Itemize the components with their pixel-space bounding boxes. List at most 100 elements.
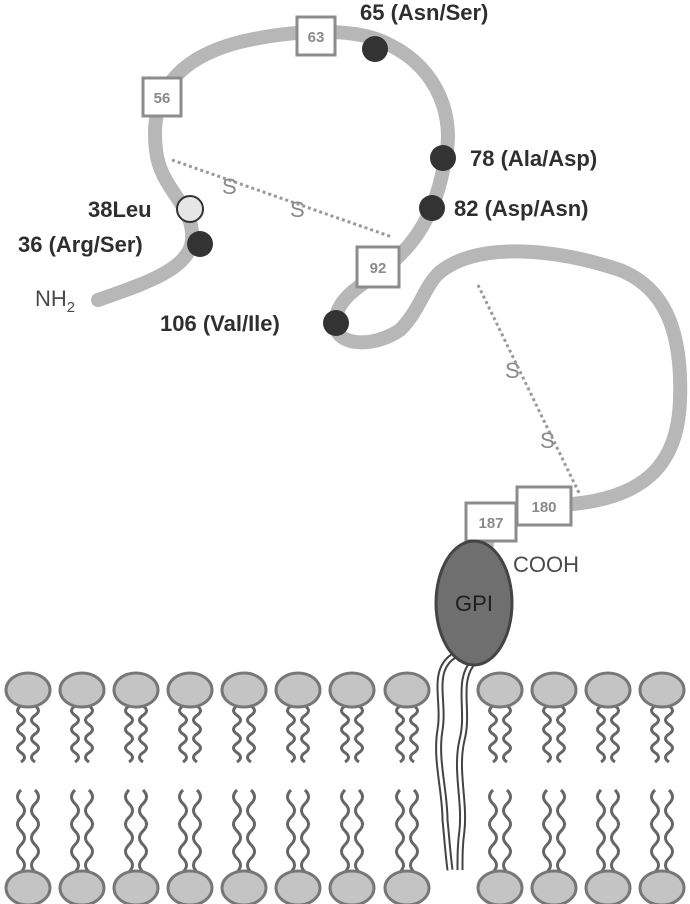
lipid-tail — [650, 788, 660, 874]
lipid-head-bottom-5 — [274, 869, 322, 904]
lipid-tail — [502, 788, 512, 874]
lipid-tail — [286, 788, 296, 874]
lipid-tail — [542, 788, 552, 874]
polymorphism-label-106: 106 (Val/Ile) — [160, 311, 280, 336]
lipid-tail — [84, 704, 94, 764]
gpi-anchor — [434, 539, 514, 667]
lipid-head-top-4 — [220, 671, 268, 709]
lipid-tail — [70, 788, 80, 874]
lipid-head-bottom-2 — [112, 869, 160, 904]
lipid-tail — [300, 704, 310, 764]
lipid-head-top-2 — [112, 671, 160, 709]
lipid-tail — [300, 788, 310, 874]
lipid-head-bottom-6 — [328, 869, 376, 904]
conserved-label-38: 38Leu — [88, 197, 152, 222]
lipid-head-bottom-4 — [220, 869, 268, 904]
disulfide-bond-1 — [171, 158, 393, 239]
gpi-label: GPI — [455, 591, 493, 616]
lipid-tail — [16, 788, 26, 874]
lipid-head-top-8 — [476, 671, 524, 709]
lipid-head-bottom-8 — [476, 869, 524, 904]
lipid-head-top-1 — [58, 671, 106, 709]
polymorphism-label-78: 78 (Ala/Asp) — [470, 146, 597, 171]
lipid-tail — [70, 704, 80, 764]
polymorphism-dot-65 — [362, 36, 388, 62]
residue-box-187: 187 — [464, 501, 518, 543]
lipid-head-top-0 — [4, 671, 52, 709]
lipid-tail — [84, 788, 94, 874]
conserved-dot-38 — [176, 195, 204, 223]
gpi-anchor-tail-left-inner — [437, 653, 456, 871]
lipid-tail — [395, 788, 405, 874]
svg-text:63: 63 — [308, 29, 325, 46]
lipid-tail — [340, 788, 350, 874]
polymorphism-label-82: 82 (Asp/Asn) — [454, 196, 588, 221]
c-terminus-label: COOH — [513, 552, 579, 577]
lipid-tail — [232, 788, 242, 874]
lipid-tail — [354, 704, 364, 764]
disulfide-label-1b: S — [290, 197, 305, 222]
lipid-head-top-9 — [530, 671, 578, 709]
disulfide-label-2a: S — [505, 358, 520, 383]
lipid-tail — [246, 788, 256, 874]
lipid-head-bottom-3 — [166, 869, 214, 904]
lipid-tail — [502, 704, 512, 764]
svg-text:56: 56 — [154, 90, 171, 107]
lipid-tail — [610, 788, 620, 874]
lipid-head-top-7 — [383, 671, 431, 709]
lipid-tail — [192, 704, 202, 764]
lipid-bilayer — [4, 671, 686, 904]
disulfide-label-2b: S — [540, 428, 555, 453]
lipid-head-bottom-11 — [638, 869, 686, 904]
lipid-tail — [542, 704, 552, 764]
gpi-anchor-tail-right-inner — [457, 658, 477, 871]
polymorphism-dot-106 — [323, 310, 349, 336]
lipid-tail — [664, 704, 674, 764]
lipid-tail — [192, 788, 202, 874]
lipid-tail — [596, 704, 606, 764]
polymorphism-dot-78 — [430, 145, 456, 171]
lipid-head-bottom-0 — [4, 869, 52, 904]
polymorphism-label-36: 36 (Arg/Ser) — [18, 232, 143, 257]
lipid-tail — [30, 788, 40, 874]
lipid-tail — [178, 704, 188, 764]
protein-chain — [91, 24, 688, 562]
lipid-tail — [650, 704, 660, 764]
lipid-tail — [124, 788, 134, 874]
lipid-tail — [138, 788, 148, 874]
lipid-tail — [340, 704, 350, 764]
lipid-tail — [354, 788, 364, 874]
svg-text:92: 92 — [370, 260, 387, 277]
lipid-tail — [664, 788, 674, 874]
lipid-head-top-11 — [638, 671, 686, 709]
lipid-tail — [610, 704, 620, 764]
lipid-head-top-5 — [274, 671, 322, 709]
lipid-tail — [232, 704, 242, 764]
lipid-head-top-6 — [328, 671, 376, 709]
svg-text:180: 180 — [531, 499, 556, 516]
residue-box-180: 180 — [515, 485, 573, 527]
lipid-head-top-10 — [584, 671, 632, 709]
residue-box-63: 63 — [295, 15, 337, 57]
lipid-tail — [596, 788, 606, 874]
lipid-tail — [488, 788, 498, 874]
lipid-tail — [124, 704, 134, 764]
lipid-tail — [488, 704, 498, 764]
lipid-tail — [409, 788, 419, 874]
polymorphism-dot-82 — [419, 195, 445, 221]
lipid-head-top-3 — [166, 671, 214, 709]
lipid-tail — [30, 704, 40, 764]
lipid-tail — [138, 704, 148, 764]
lipid-head-bottom-1 — [58, 869, 106, 904]
lipid-tail — [286, 704, 296, 764]
lipid-tail — [556, 704, 566, 764]
disulfide-bond-2 — [476, 284, 582, 496]
polymorphism-dot-36 — [187, 231, 213, 257]
residue-box-92: 92 — [355, 245, 401, 289]
lipid-tail — [395, 704, 405, 764]
lipid-head-bottom-10 — [584, 869, 632, 904]
lipid-head-bottom-7 — [383, 869, 431, 904]
n-terminus-label: NH2 — [35, 286, 75, 316]
lipid-head-bottom-9 — [530, 869, 578, 904]
